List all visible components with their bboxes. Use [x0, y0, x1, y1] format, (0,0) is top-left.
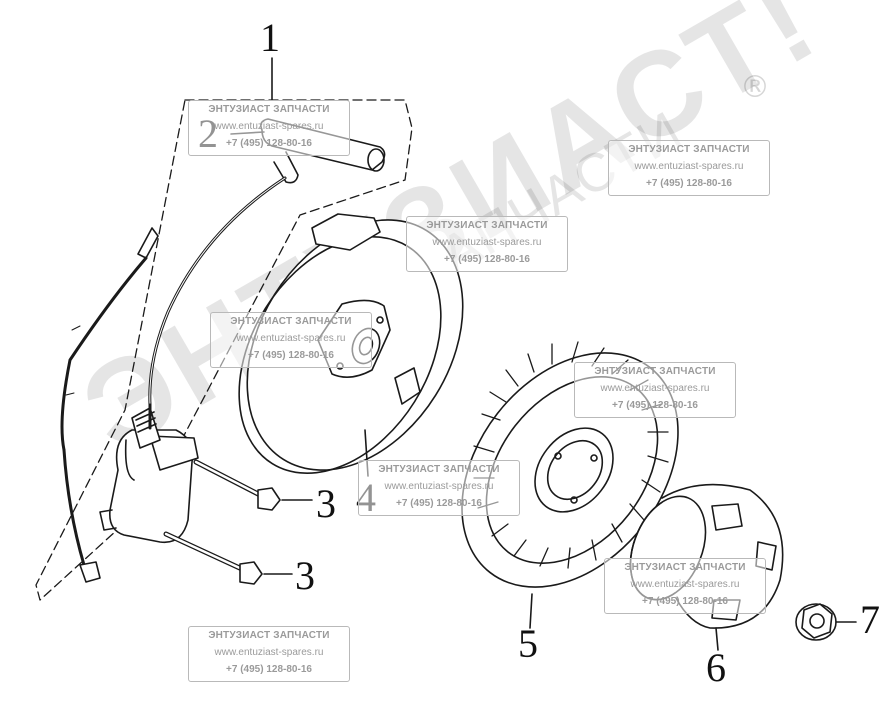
stamp-name: ЭНТУЗИАСТ ЗАПЧАСТИ: [208, 104, 330, 115]
ground-wire: [60, 227, 159, 583]
contact-stamp: ЭНТУЗИАСТ ЗАПЧАСТИ www.entuziast-spares.…: [188, 100, 350, 156]
callout-1: 1: [260, 15, 280, 60]
stamp-name: ЭНТУЗИАСТ ЗАПЧАСТИ: [208, 630, 330, 641]
bolt-lower: [163, 531, 293, 585]
stamp-phone: +7 (495) 128-80-16: [642, 596, 728, 607]
stamp-url: www.entuziast-spares.ru: [630, 579, 740, 590]
stamp-phone: +7 (495) 128-80-16: [646, 178, 732, 189]
contact-stamp: ЭНТУЗИАСТ ЗАПЧАСТИ www.entuziast-spares.…: [574, 362, 736, 418]
callout-3-lower: 3: [295, 553, 315, 598]
bolt-upper: [193, 459, 313, 511]
contact-stamp: ЭНТУЗИАСТ ЗАПЧАСТИ www.entuziast-spares.…: [188, 626, 350, 682]
stamp-name: ЭНТУЗИАСТ ЗАПЧАСТИ: [594, 366, 716, 377]
watermark-registered-mark: ®: [740, 70, 770, 105]
stamp-phone: +7 (495) 128-80-16: [248, 350, 334, 361]
contact-stamp: ЭНТУЗИАСТ ЗАПЧАСТИ www.entuziast-spares.…: [358, 460, 520, 516]
callout-5: 5: [518, 621, 538, 666]
group-1-dashed-boundary: [35, 99, 413, 601]
callout-6: 6: [706, 645, 726, 690]
stamp-name: ЭНТУЗИАСТ ЗАПЧАСТИ: [426, 220, 548, 231]
stamp-name: ЭНТУЗИАСТ ЗАПЧАСТИ: [378, 464, 500, 475]
stamp-url: www.entuziast-spares.ru: [214, 647, 324, 658]
callout-7: 7: [860, 597, 880, 642]
flange-nut: [795, 603, 857, 641]
stamp-phone: +7 (495) 128-80-16: [226, 664, 312, 675]
ignition-coil: [99, 403, 199, 544]
stamp-name: ЭНТУЗИАСТ ЗАПЧАСТИ: [230, 316, 352, 327]
stamp-phone: +7 (495) 128-80-16: [396, 498, 482, 509]
stamp-url: www.entuziast-spares.ru: [214, 121, 324, 132]
contact-stamp: ЭНТУЗИАСТ ЗАПЧАСТИ www.entuziast-spares.…: [406, 216, 568, 272]
stamp-phone: +7 (495) 128-80-16: [612, 400, 698, 411]
contact-stamp: ЭНТУЗИАСТ ЗАПЧАСТИ www.entuziast-spares.…: [604, 558, 766, 614]
stamp-phone: +7 (495) 128-80-16: [444, 254, 530, 265]
stamp-name: ЭНТУЗИАСТ ЗАПЧАСТИ: [628, 144, 750, 155]
stamp-name: ЭНТУЗИАСТ ЗАПЧАСТИ: [624, 562, 746, 573]
callout-3-upper: 3: [316, 481, 336, 526]
stamp-url: www.entuziast-spares.ru: [236, 333, 346, 344]
stamp-url: www.entuziast-spares.ru: [432, 237, 542, 248]
stamp-url: www.entuziast-spares.ru: [634, 161, 744, 172]
stamp-url: www.entuziast-spares.ru: [384, 481, 494, 492]
stamp-phone: +7 (495) 128-80-16: [226, 138, 312, 149]
contact-stamp: ЭНТУЗИАСТ ЗАПЧАСТИ www.entuziast-spares.…: [210, 312, 372, 368]
contact-stamp: ЭНТУЗИАСТ ЗАПЧАСТИ www.entuziast-spares.…: [608, 140, 770, 196]
stamp-url: www.entuziast-spares.ru: [600, 383, 710, 394]
